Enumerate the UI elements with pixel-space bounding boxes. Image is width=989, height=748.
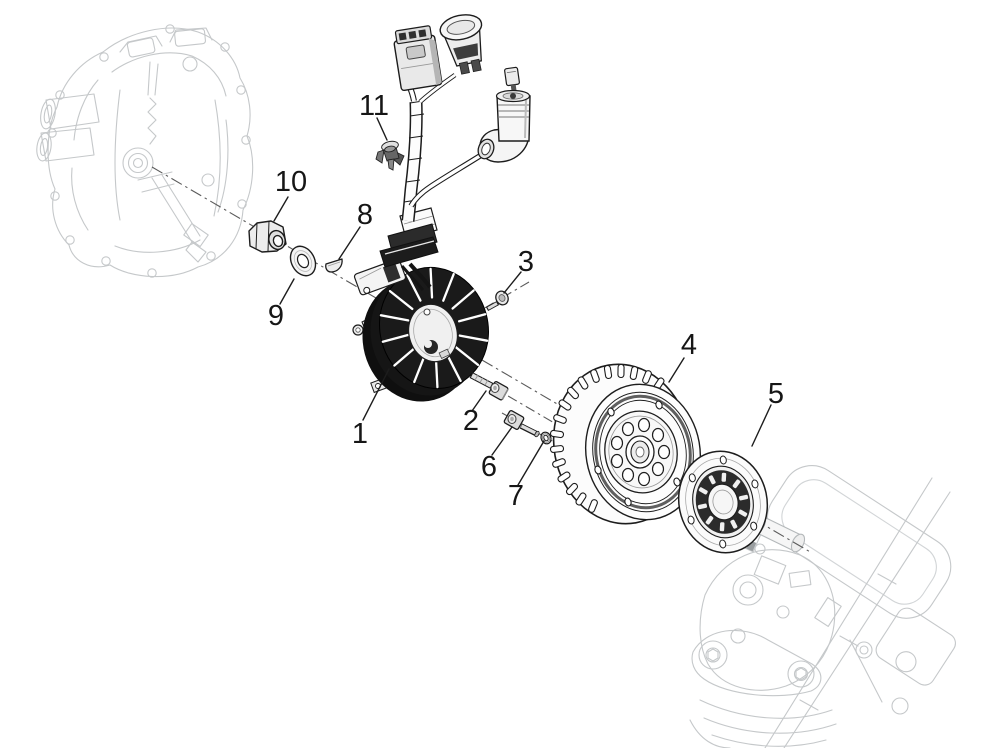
callout-label-8[interactable]: 8 [356, 198, 374, 231]
flywheel-magneto [549, 363, 702, 525]
harness-sleeve [401, 100, 425, 222]
callout-label-3[interactable]: 3 [517, 245, 535, 278]
callout-label-10[interactable]: 10 [274, 165, 308, 198]
callout-label-4[interactable]: 4 [680, 328, 698, 361]
callout-label-5[interactable]: 5 [767, 377, 785, 410]
leader-lines [273, 117, 772, 486]
clutch-sprag-teeth [697, 472, 749, 532]
pickup-coil [353, 258, 407, 296]
cable-clip [375, 140, 405, 171]
short-bolt [503, 410, 540, 438]
engine-block-ghost [689, 465, 956, 748]
small-screw [485, 290, 509, 312]
crankcase-cover-ghost [36, 24, 254, 278]
callout-label-7[interactable]: 7 [507, 479, 525, 512]
flange-bolt [469, 372, 509, 401]
callout-label-11[interactable]: 11 [358, 89, 390, 122]
connector-oval [439, 14, 483, 75]
flange-nut [248, 220, 287, 253]
connector-3pin [393, 25, 443, 92]
callout-label-1[interactable]: 1 [351, 417, 369, 450]
plain-washer [289, 245, 317, 277]
callout-label-9[interactable]: 9 [267, 299, 285, 332]
callout-label-6[interactable]: 6 [480, 450, 498, 483]
one-way-clutch [677, 450, 769, 554]
flywheel-vent-slots [549, 363, 665, 513]
stator-harness-assembly [352, 14, 531, 402]
clutch-flange-holes [687, 455, 759, 549]
stator-core [362, 266, 489, 402]
spark-plug-cap [477, 66, 531, 163]
flywheel-face-holes [594, 400, 681, 507]
callout-label-2[interactable]: 2 [462, 404, 480, 437]
flywheel-hub-holes [610, 417, 671, 487]
woodruff-key [325, 258, 343, 273]
crankcase-bolt-bosses [47, 24, 251, 278]
